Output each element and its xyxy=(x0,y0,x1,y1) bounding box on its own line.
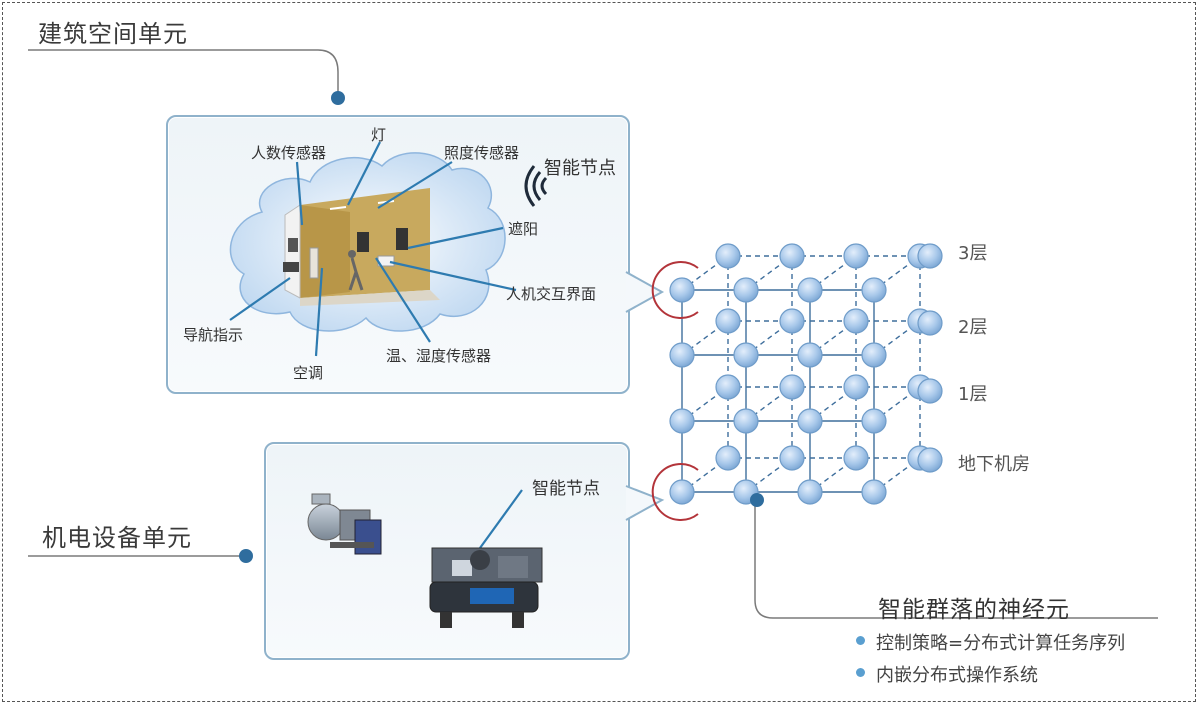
cube-node xyxy=(733,277,759,303)
callout-air-conditioning: 空调 xyxy=(293,364,324,382)
layer-label-basement: 地下机房 xyxy=(958,454,1030,475)
walking-person xyxy=(348,257,364,291)
wireless-signal-icon xyxy=(524,165,548,207)
cube-node xyxy=(797,408,823,434)
neuron-leader-dot xyxy=(750,493,764,507)
cube-node xyxy=(715,308,741,334)
building-unit-title: 建筑空间单元 xyxy=(38,20,188,48)
cube-node xyxy=(917,243,943,269)
callout-illuminance-sensor: 照度传感器 xyxy=(444,144,520,162)
cube-node xyxy=(733,342,759,368)
layer-label-3: 3层 xyxy=(958,243,988,264)
cube-node xyxy=(797,277,823,303)
highlight-ring xyxy=(651,463,699,521)
cube-node xyxy=(843,374,869,400)
cube-node xyxy=(669,408,695,434)
callout-light: 灯 xyxy=(371,126,387,144)
cube-node xyxy=(715,374,741,400)
bullet-dot-1 xyxy=(856,636,865,645)
neuron-leader xyxy=(754,500,1158,619)
cube-node xyxy=(669,479,695,505)
cube-node xyxy=(715,445,741,471)
layer-label-2: 2层 xyxy=(958,317,988,338)
cube-node xyxy=(843,445,869,471)
shading-window-left xyxy=(357,232,369,252)
cube-node xyxy=(669,277,695,303)
building-title-leader xyxy=(28,49,339,96)
cube-node xyxy=(861,342,887,368)
cube-node xyxy=(917,310,943,336)
cube-node xyxy=(843,243,869,269)
cube-node xyxy=(861,277,887,303)
neuron-bullet-2: 内嵌分布式操作系统 xyxy=(876,665,1038,686)
callout-smart-node: 智能节点 xyxy=(544,158,616,179)
cube-node xyxy=(917,378,943,404)
cube-node xyxy=(843,308,869,334)
cube-node xyxy=(733,408,759,434)
cube-node xyxy=(797,342,823,368)
equipment-title-dot xyxy=(239,549,253,563)
building-panel-pointer xyxy=(625,271,665,313)
bullet-dot-2 xyxy=(856,668,865,677)
layer-label-1: 1层 xyxy=(958,384,988,405)
shading-window-right xyxy=(396,228,408,250)
pump-illustration xyxy=(307,493,382,555)
cube-node xyxy=(779,243,805,269)
building-title-dot xyxy=(331,91,345,105)
neuron-bullet-1: 控制策略=分布式计算任务序列 xyxy=(876,633,1126,654)
equipment-panel-pointer xyxy=(625,485,665,521)
cube-node xyxy=(669,342,695,368)
cube-node xyxy=(861,408,887,434)
callout-temp-humidity-sensor: 温、湿度传感器 xyxy=(386,347,492,365)
cube-node xyxy=(861,479,887,505)
node-cube xyxy=(651,243,943,521)
callout-people-sensor: 人数传感器 xyxy=(251,144,327,162)
callout-navigation: 导航指示 xyxy=(183,326,244,344)
neuron-title: 智能群落的神经元 xyxy=(878,597,1070,623)
cube-node xyxy=(917,447,943,473)
cube-node xyxy=(797,479,823,505)
callout-shading: 遮阳 xyxy=(508,220,539,238)
equipment-unit-title: 机电设备单元 xyxy=(42,524,192,552)
highlight-ring xyxy=(651,261,699,319)
callout-hmi: 人机交互界面 xyxy=(506,285,597,303)
chiller-illustration xyxy=(429,547,543,628)
cube-node xyxy=(779,445,805,471)
cube-node xyxy=(779,308,805,334)
callout-lines xyxy=(229,141,523,549)
cube-node xyxy=(715,243,741,269)
cube-node xyxy=(779,374,805,400)
equipment-smart-node-label: 智能节点 xyxy=(532,479,600,499)
room-illustration xyxy=(283,188,440,306)
